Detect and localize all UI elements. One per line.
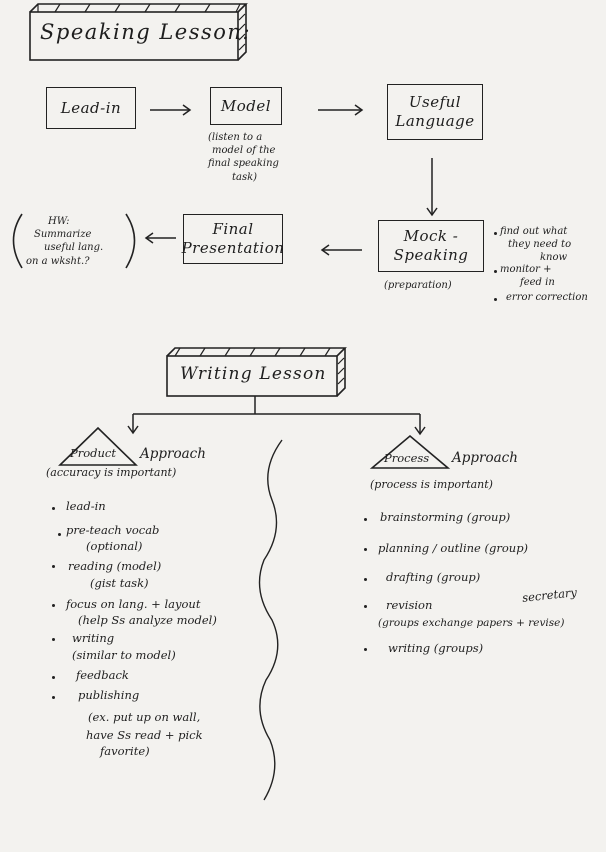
speaking-title: Speaking Lesson: (40, 20, 252, 44)
product-step-3-note: (gist task) (90, 576, 149, 590)
mock-speaking-box: Mock - Speaking (378, 220, 484, 272)
product-step-7: publishing (78, 688, 140, 702)
final-presentation-line-2: Presentation (181, 239, 285, 257)
product-step-7-note-1: (ex. put up on wall, (88, 710, 201, 724)
process-step-dot-4 (364, 605, 367, 608)
mock-bullet-2-line-1: monitor + (500, 264, 552, 275)
process-step-5: writing (groups) (388, 641, 484, 655)
product-step-7-note-3: favorite) (100, 744, 150, 758)
speaking-title-3d-box (29, 3, 248, 61)
model-note-line-4: task) (232, 172, 258, 183)
product-step-1: lead-in (66, 499, 106, 513)
final-presentation-box: Final Presentation (181, 214, 285, 264)
speaking-flow-arrows (144, 104, 438, 256)
mock-bullet-dot-3 (494, 298, 497, 301)
product-step-dot-7 (52, 696, 55, 699)
product-step-dot-4 (52, 604, 55, 607)
wavy-divider (258, 439, 283, 801)
process-triangle (369, 434, 451, 469)
product-step-5-note: (similar to model) (72, 648, 176, 662)
lead-in-box: Lead-in (46, 87, 136, 129)
process-step-dot-2 (364, 548, 367, 551)
model-note-line-2: model of the (212, 145, 276, 156)
mock-bullet-dot-1 (494, 232, 497, 235)
product-step-4: focus on lang. + layout (66, 597, 201, 611)
product-step-5: writing (72, 631, 115, 645)
product-step-3: reading (model) (68, 559, 162, 573)
process-label: Process (384, 451, 430, 465)
mock-bullet-1-line-3: know (540, 252, 568, 263)
product-note: (accuracy is important) (46, 466, 177, 479)
product-step-dot-2 (58, 533, 61, 536)
mock-bullet-3-line-1: error correction (506, 292, 588, 303)
mock-speaking-line-2: Speaking (393, 246, 469, 264)
useful-language-box: Useful Language (387, 84, 483, 140)
product-approach-label: Approach (140, 446, 206, 462)
product-step-dot-1 (52, 507, 55, 510)
process-step-3: drafting (group) (386, 570, 481, 584)
final-presentation-line-1: Final (212, 220, 254, 239)
mock-speaking-note: (preparation) (384, 280, 452, 291)
writing-title: Writing Lesson (180, 364, 327, 384)
process-step-dot-1 (364, 518, 367, 521)
useful-language-line-2: Language (395, 112, 475, 130)
product-step-4-note: (help Ss analyze model) (78, 613, 217, 627)
product-step-2: pre-teach vocab (66, 523, 160, 537)
model-label: Model (220, 96, 272, 115)
process-step-dot-3 (364, 578, 367, 581)
mock-speaking-line-1: Mock - (403, 227, 459, 246)
process-approach-label: Approach (452, 450, 518, 466)
product-step-2-note: (optional) (86, 539, 143, 553)
product-step-dot-3 (52, 565, 55, 568)
product-step-dot-5 (52, 638, 55, 641)
process-step-4-note: (groups exchange papers + revise) (378, 617, 565, 629)
process-step-4: revision (386, 598, 433, 612)
mock-bullet-1-line-2: they need to (508, 239, 572, 250)
product-step-7-note-2: have Ss read + pick (86, 728, 203, 742)
writing-title-3d-box (166, 347, 347, 397)
product-step-dot-6 (52, 676, 55, 679)
product-triangle (58, 426, 138, 466)
process-step-dot-5 (364, 648, 367, 651)
mock-bullet-1-line-1: find out what (500, 226, 568, 237)
useful-language-line-1: Useful (408, 93, 462, 112)
process-step-2: planning / outline (group) (378, 541, 529, 555)
process-note: (process is important) (370, 478, 493, 491)
mock-bullet-2-line-2: feed in (520, 277, 555, 288)
writing-tree-connectors (127, 396, 426, 436)
hw-note-line-3: useful lang. (44, 242, 104, 253)
process-step-1: brainstorming (group) (380, 510, 511, 524)
lead-in-label: Lead-in (60, 98, 122, 117)
hw-note-line-1: HW: (48, 216, 70, 227)
model-box: Model (210, 87, 282, 125)
hw-note-line-2: Summarize (34, 229, 92, 240)
product-label: Product (70, 446, 116, 460)
model-note-line-1: (listen to a (208, 132, 263, 143)
hw-parentheses (12, 213, 136, 269)
model-note-line-3: final speaking (208, 158, 279, 169)
hw-note-line-4: on a wksht.? (26, 256, 90, 267)
mock-bullet-dot-2 (494, 270, 497, 273)
product-step-6: feedback (76, 668, 129, 682)
